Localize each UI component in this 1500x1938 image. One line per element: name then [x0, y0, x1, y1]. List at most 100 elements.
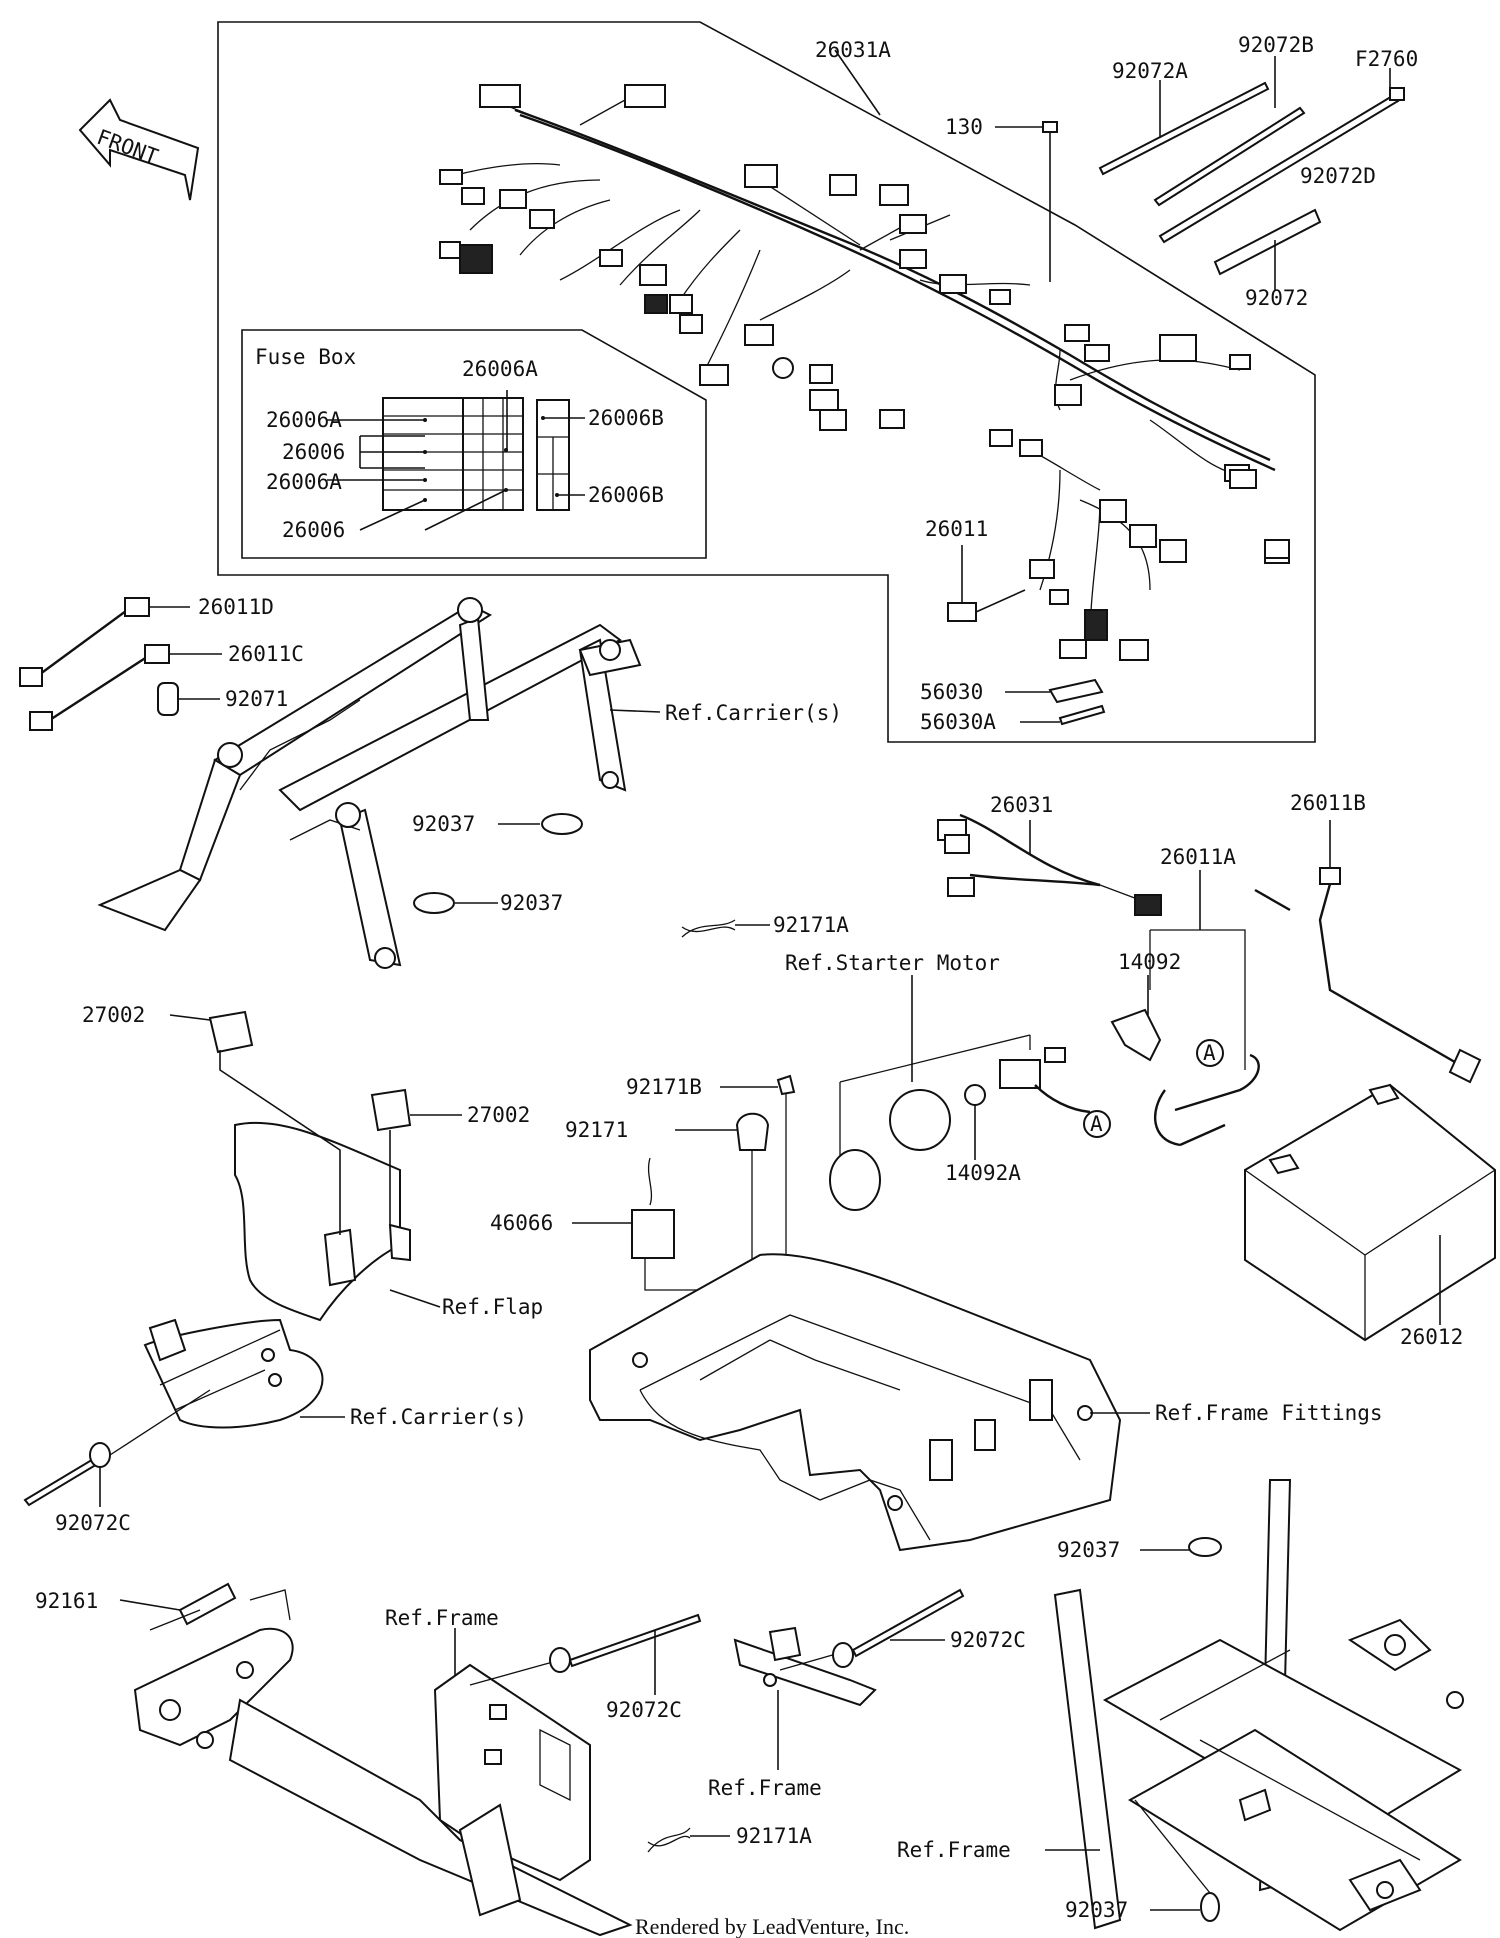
callout-26006A-1: 26006A: [266, 408, 342, 432]
starter-motor-group: [829, 975, 1091, 1211]
callout-92072C-mid: 92072C: [606, 1698, 682, 1722]
callout-ref-flap: Ref.Flap: [442, 1295, 543, 1319]
clamp-92037-d: [1134, 1799, 1220, 1922]
front-arrow: FRONT: [78, 98, 200, 201]
callout-92072D: 92072D: [1300, 164, 1376, 188]
callout-92161: 92161: [35, 1589, 98, 1613]
callout-46066: 46066: [490, 1211, 553, 1235]
clamp-92072C-left: [23, 1389, 211, 1507]
callout-92037-a: 92037: [412, 812, 475, 836]
clamp-92072C-mid: [469, 1613, 702, 1695]
callout-14092: 14092: [1118, 950, 1181, 974]
clamp-92037-a: [498, 813, 583, 835]
switch-46066: [572, 1157, 700, 1291]
footer-credit: Rendered by LeadVenture, Inc.: [635, 1914, 909, 1938]
marker-a1: A: [1196, 1039, 1224, 1067]
bolt-130: [995, 121, 1058, 282]
harness-connectors: [439, 84, 1290, 661]
grommet-92071: [157, 682, 220, 716]
label-56030: [1005, 678, 1104, 704]
callout-92072B: 92072B: [1238, 33, 1314, 57]
callout-ref-carrier-top: Ref.Carrier(s): [665, 701, 842, 725]
callout-26006B-1: 26006B: [588, 406, 664, 430]
callout-26011: 26011: [925, 517, 988, 541]
callout-ref-frame-mid: Ref.Frame: [708, 1776, 822, 1800]
harness-26031: [937, 813, 1162, 916]
cable-tie-92072D: [1158, 68, 1405, 244]
fuse-block: [382, 397, 570, 511]
marker-a2-text: A: [1090, 1112, 1103, 1136]
callout-26031: 26031: [990, 793, 1053, 817]
clamp-92072C-right: [832, 1588, 965, 1668]
callout-92171B: 92171B: [626, 1075, 702, 1099]
harness-group-box: [217, 21, 1316, 743]
frame-right: [1045, 1479, 1464, 1932]
callout-92171A-top: 92171A: [773, 913, 849, 937]
cable-tie-92072: [1213, 208, 1322, 290]
callout-ref-frame-left: Ref.Frame: [385, 1606, 499, 1630]
callout-92072: 92072: [1245, 286, 1308, 310]
callout-92171: 92171: [565, 1118, 628, 1142]
callout-92037-b: 92037: [500, 891, 563, 915]
marker-a1-text: A: [1203, 1041, 1216, 1065]
marker-a2: A: [1083, 1110, 1111, 1138]
callout-92037-d: 92037: [1065, 1898, 1128, 1922]
frame-left: [133, 1589, 633, 1937]
callout-27002-b: 27002: [467, 1103, 530, 1127]
lead-26011D: [19, 597, 190, 687]
callout-56030: 56030: [920, 680, 983, 704]
callout-92171A-bottom: 92171A: [736, 1824, 812, 1848]
callout-26011D: 26011D: [198, 595, 274, 619]
lead-26011C: [29, 644, 222, 731]
callout-56030A: 56030A: [920, 710, 996, 734]
callout-92037-c: 92037: [1057, 1538, 1120, 1562]
callout-ref-starter-motor: Ref.Starter Motor: [785, 951, 1000, 975]
label-56030A: [1020, 704, 1106, 726]
callout-26006A-top: 26006A: [462, 357, 538, 381]
callout-26006-1: 26006: [282, 440, 345, 464]
callout-ref-frame-right: Ref.Frame: [897, 1838, 1011, 1862]
callout-ref-carrier-mid: Ref.Carrier(s): [350, 1405, 527, 1429]
callout-92071: 92071: [225, 687, 288, 711]
main-harness-26031A: [439, 84, 1290, 661]
callout-26006A-2: 26006A: [266, 470, 342, 494]
callout-92072A: 92072A: [1112, 59, 1188, 83]
carrier-frame-top: [97, 597, 661, 969]
callout-26011A: 26011A: [1160, 845, 1236, 869]
lead-26011: [947, 545, 1026, 622]
cable-tie-92072B: [1153, 56, 1306, 207]
callout-26031A: 26031A: [815, 38, 891, 62]
callout-26011C: 26011C: [228, 642, 304, 666]
callout-26011B: 26011B: [1290, 791, 1366, 815]
callout-27002-a: 27002: [82, 1003, 145, 1027]
callout-92072C-left: 92072C: [55, 1511, 131, 1535]
callout-26012: 26012: [1400, 1325, 1463, 1349]
lead-26011A: [1149, 870, 1291, 1070]
clamp-92171A-bottom: [647, 1827, 730, 1853]
clamp-92037-b: [413, 892, 498, 914]
lead-26011B: [1318, 820, 1482, 1084]
battery-tray: [589, 1253, 1150, 1552]
bracket-plate: [433, 1663, 591, 1917]
callout-26006B-2: 26006B: [588, 483, 664, 507]
relay-27002-b: [370, 1088, 462, 1132]
callout-14092A: 14092A: [945, 1161, 1021, 1185]
flap-panel: [219, 1050, 441, 1322]
cover-14092: [1110, 975, 1260, 1147]
callout-92072C-right: 92072C: [950, 1628, 1026, 1652]
callout-130: 130: [945, 115, 983, 139]
callout-ref-frame-fittings: Ref.Frame Fittings: [1155, 1401, 1383, 1425]
tube-92161: [119, 1582, 237, 1626]
fuse-box-group: Fuse Box: [241, 329, 707, 559]
callout-26006-2: 26006: [282, 518, 345, 542]
carrier-frame-mid: [143, 1318, 345, 1429]
fuse-box-title: Fuse Box: [255, 345, 356, 369]
clamp-92171A-top: [681, 919, 770, 938]
callout-F2760: F2760: [1355, 47, 1418, 71]
cable-tie-92072A: [1098, 80, 1270, 176]
relay-27002-a: [169, 1010, 254, 1054]
battery-26012: [1244, 1083, 1496, 1342]
clamp-92037-c: [1140, 1537, 1222, 1557]
